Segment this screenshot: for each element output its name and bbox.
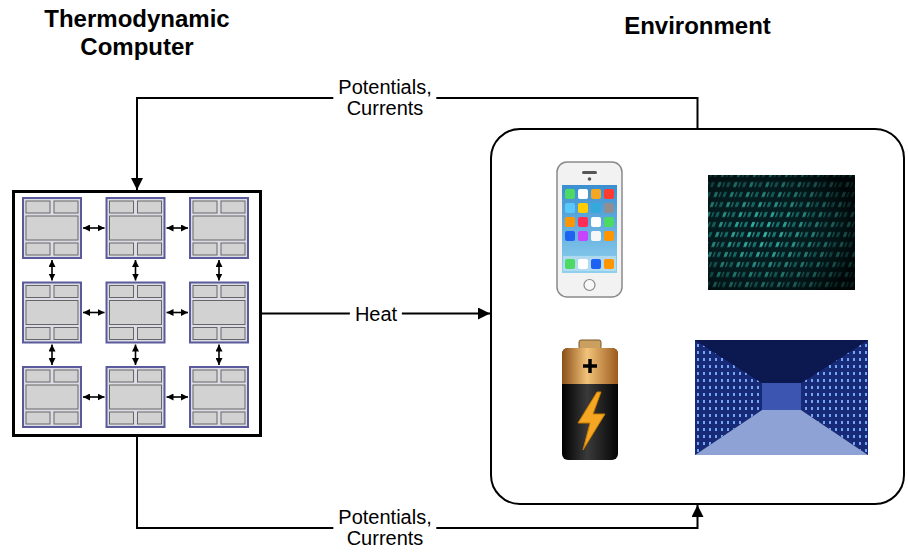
binary-shade bbox=[708, 175, 855, 290]
chip-link-arrow bbox=[83, 312, 105, 314]
aisle-floor bbox=[695, 410, 868, 455]
phone-picture bbox=[557, 162, 622, 297]
lightning-bolt bbox=[578, 392, 605, 450]
plus-symbol bbox=[583, 359, 597, 373]
app-icon bbox=[565, 231, 575, 241]
chip-block bbox=[190, 198, 248, 258]
app-icon bbox=[578, 189, 588, 199]
chip-link-arrow bbox=[51, 260, 53, 281]
app-icon bbox=[591, 203, 601, 213]
chip-link-arrow bbox=[218, 345, 220, 366]
chip-link-arrow bbox=[83, 227, 105, 229]
app-icon bbox=[565, 259, 575, 269]
phone-dock bbox=[563, 256, 616, 271]
chip-link-arrow bbox=[83, 396, 105, 398]
battery-case bbox=[562, 348, 618, 460]
chip-link-arrow bbox=[167, 227, 189, 229]
chip-block bbox=[190, 283, 248, 343]
app-icon bbox=[591, 231, 601, 241]
chip-link-arrow bbox=[167, 312, 189, 314]
app-icon bbox=[591, 259, 601, 269]
battery-terminal bbox=[579, 340, 601, 349]
node-heading: Thermodynamic Computer bbox=[27, 5, 247, 61]
binary-data-picture bbox=[708, 175, 855, 290]
environment-box: Environment bbox=[490, 128, 905, 505]
node-heading: Environment bbox=[588, 12, 808, 40]
app-icon bbox=[565, 203, 575, 213]
app-icon bbox=[604, 203, 614, 213]
connector-label: Heat bbox=[350, 303, 402, 324]
chip-links bbox=[52, 228, 219, 397]
app-icon bbox=[578, 259, 588, 269]
computer-box: Thermodynamic Computer bbox=[12, 190, 262, 437]
app-icon bbox=[604, 189, 614, 199]
app-icon bbox=[565, 189, 575, 199]
app-icon bbox=[604, 217, 614, 227]
phone-body bbox=[557, 162, 622, 297]
chip-link-arrow bbox=[51, 345, 53, 366]
chip-link-arrow bbox=[167, 396, 189, 398]
phone-screen bbox=[562, 185, 617, 273]
battery-picture bbox=[562, 340, 618, 460]
app-icon bbox=[604, 259, 614, 269]
chip-block bbox=[23, 198, 81, 258]
chip-block bbox=[23, 283, 81, 343]
app-icon bbox=[565, 217, 575, 227]
datacenter-ceiling bbox=[695, 340, 868, 383]
chip-block bbox=[190, 367, 248, 427]
chip-link-arrow bbox=[135, 345, 137, 366]
binary-background bbox=[708, 175, 855, 290]
chip-link-arrow bbox=[135, 260, 137, 281]
chip-block bbox=[23, 367, 81, 427]
connector-label: Potentials, Currents bbox=[333, 77, 436, 119]
connector-label: Potentials, Currents bbox=[333, 507, 436, 549]
app-icon bbox=[578, 231, 588, 241]
app-icon bbox=[591, 217, 601, 227]
chip-block bbox=[107, 198, 165, 258]
app-icon bbox=[591, 189, 601, 199]
app-icon bbox=[604, 231, 614, 241]
phone-speaker bbox=[582, 171, 597, 174]
aisle-end bbox=[762, 383, 801, 410]
binary-digits bbox=[708, 175, 855, 290]
battery-cap bbox=[562, 348, 618, 384]
app-icon bbox=[578, 203, 588, 213]
phone-home-button bbox=[584, 280, 595, 291]
chip-block bbox=[107, 283, 165, 343]
phone-camera bbox=[588, 177, 592, 181]
chip-link-arrow bbox=[218, 260, 220, 281]
app-icon bbox=[578, 217, 588, 227]
datacenter-background bbox=[695, 340, 868, 455]
chip-block bbox=[107, 367, 165, 427]
datacenter-picture bbox=[695, 340, 868, 455]
